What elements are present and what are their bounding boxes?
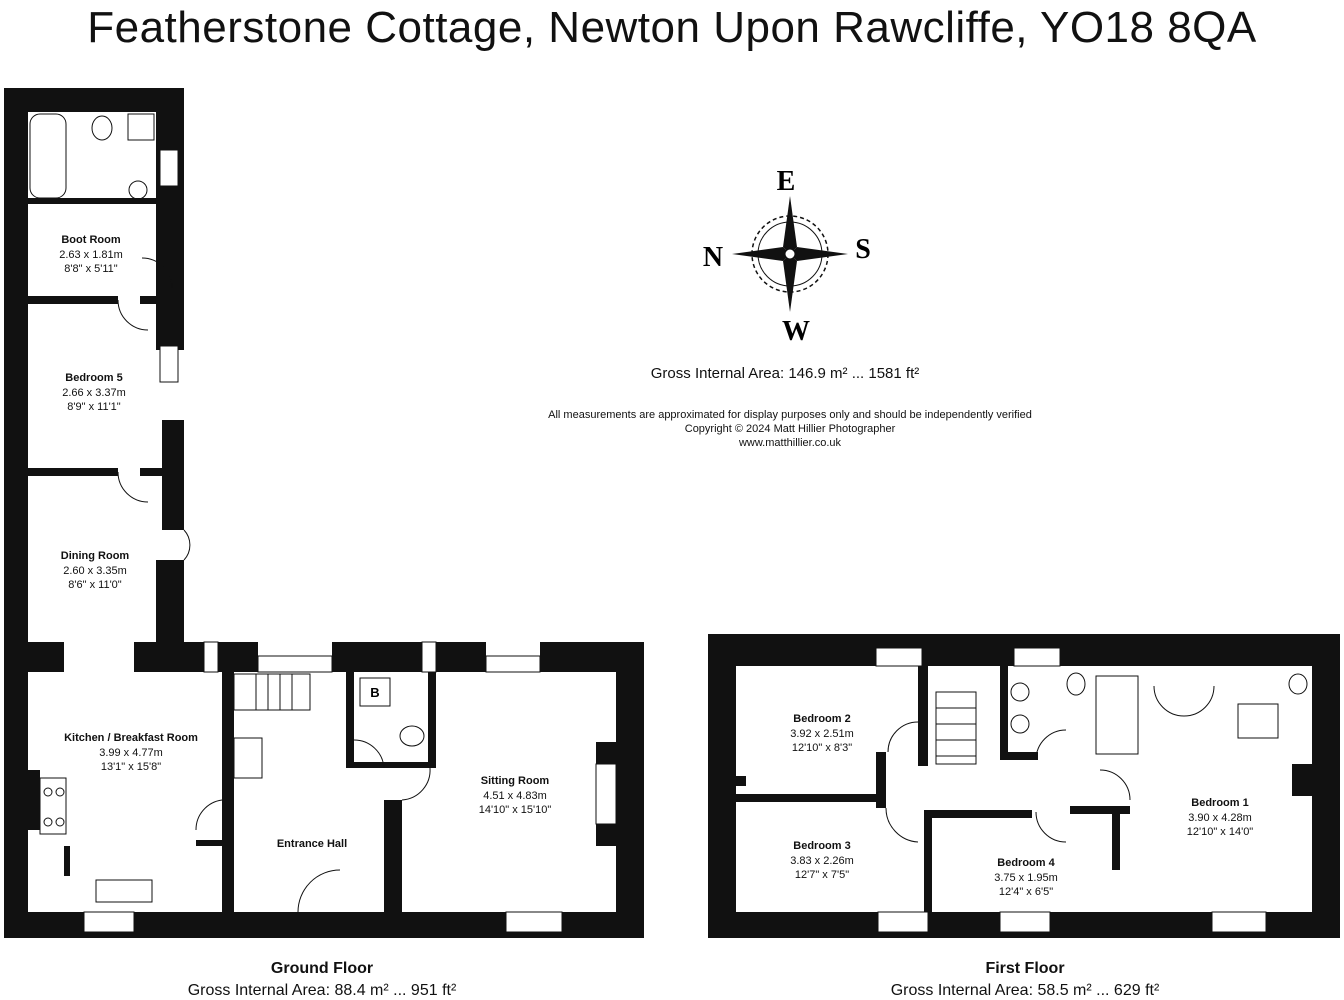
toilet-icon [1066, 672, 1086, 696]
compass-left-letter: N [703, 242, 723, 273]
disclaimer-line: All measurements are approximated for di… [548, 409, 1032, 421]
svg-text:2.60 x 3.35m: 2.60 x 3.35m [63, 565, 127, 577]
svg-text:Kitchen / Breakfast Room: Kitchen / Breakfast Room [64, 732, 198, 744]
svg-text:12'7" x 7'5": 12'7" x 7'5" [795, 869, 849, 881]
disclaimer: All measurements are approximated for di… [500, 408, 1080, 450]
svg-text:3.90 x 4.28m: 3.90 x 4.28m [1188, 812, 1252, 824]
svg-text:Bedroom 3: Bedroom 3 [793, 840, 850, 852]
room-dining-room: Dining Room 2.60 x 3.35m 8'6" x 11'0" [61, 550, 130, 591]
fireplace-icon [595, 763, 617, 825]
svg-text:4.51 x 4.83m: 4.51 x 4.83m [483, 790, 547, 802]
page-title: Featherstone Cottage, Newton Upon Rawcli… [87, 3, 1257, 52]
room-bedroom-1: Bedroom 1 3.90 x 4.28m 12'10" x 14'0" [1187, 797, 1254, 838]
svg-text:8'8" x 5'11": 8'8" x 5'11" [64, 263, 117, 275]
svg-text:Boot Room: Boot Room [61, 234, 120, 246]
ground-floor-doors [117, 257, 431, 913]
compass-right-letter: S [855, 234, 871, 265]
room-sitting-room: Sitting Room 4.51 x 4.83m 14'10" x 15'10… [479, 775, 552, 816]
ground-floor-area: Gross Internal Area: 88.4 m² ... 951 ft² [187, 982, 457, 999]
first-floor-doors [885, 685, 1215, 843]
stairs-icon [935, 691, 977, 765]
freezer-icon [233, 737, 263, 779]
svg-text:12'4" x 6'5": 12'4" x 6'5" [999, 886, 1053, 898]
svg-text:3.83 x 2.26m: 3.83 x 2.26m [790, 855, 854, 867]
first-floor-windows [875, 647, 1267, 933]
first-floor-area: Gross Internal Area: 58.5 m² ... 629 ft² [890, 982, 1160, 999]
bath-icon [29, 113, 67, 199]
compass-top-letter: E [777, 166, 796, 197]
svg-text:3.92 x 2.51m: 3.92 x 2.51m [790, 728, 854, 740]
copyright-line: Copyright © 2024 Matt Hillier Photograph… [684, 423, 896, 435]
room-bedroom-3: Bedroom 3 3.83 x 2.26m 12'7" x 7'5" [790, 840, 854, 881]
ensuite-shower-icon [1237, 703, 1279, 739]
boiler-box [359, 677, 391, 707]
basin-icon [1010, 682, 1030, 702]
room-entrance-hall: Entrance Hall [277, 838, 347, 850]
boiler-label: B [370, 685, 379, 700]
svg-text:Sitting Room: Sitting Room [481, 775, 550, 787]
svg-text:Bedroom 1: Bedroom 1 [1191, 797, 1248, 809]
svg-text:Entrance Hall: Entrance Hall [277, 838, 347, 850]
toilet-icon [91, 115, 113, 141]
ground-floor-windows [83, 149, 563, 933]
compass-rose: E N S W [703, 166, 871, 347]
svg-text:13'1" x 15'8": 13'1" x 15'8" [101, 761, 161, 773]
svg-text:12'10" x 8'3": 12'10" x 8'3" [792, 742, 852, 754]
svg-text:Bedroom 2: Bedroom 2 [793, 713, 850, 725]
first-floor-title: First Floor [985, 960, 1065, 977]
svg-text:Bedroom 4: Bedroom 4 [997, 857, 1055, 869]
svg-text:Bedroom 5: Bedroom 5 [65, 372, 122, 384]
gross-internal-area: Gross Internal Area: 146.9 m² ... 1581 f… [650, 365, 920, 382]
kitchen-sink-icon [95, 879, 153, 903]
svg-text:2.66 x 3.37m: 2.66 x 3.37m [62, 387, 126, 399]
shower-icon [1095, 675, 1139, 755]
room-boot-room: Boot Room 2.63 x 1.81m 8'8" x 5'11" [59, 234, 123, 275]
wc-toilet-icon [399, 725, 425, 747]
svg-text:8'6" x 11'0": 8'6" x 11'0" [68, 579, 121, 591]
room-bedroom-2: Bedroom 2 3.92 x 2.51m 12'10" x 8'3" [790, 713, 854, 754]
ground-floor-fixtures [29, 113, 617, 903]
svg-text:2.63 x 1.81m: 2.63 x 1.81m [59, 249, 123, 261]
sink-icon [127, 113, 155, 141]
website-link[interactable]: www.matthillier.co.uk [738, 437, 842, 449]
compass-bottom-letter: W [782, 316, 810, 347]
svg-text:3.99 x 4.77m: 3.99 x 4.77m [99, 747, 163, 759]
svg-text:14'10" x 15'10": 14'10" x 15'10" [479, 804, 552, 816]
ensuite-toilet-icon [1288, 673, 1308, 695]
ground-floor-title: Ground Floor [270, 960, 374, 977]
first-floor-fixtures [935, 672, 1308, 765]
hob-icon [39, 777, 67, 835]
room-bedroom-5: Bedroom 5 2.66 x 3.37m 8'9" x 11'1" [62, 372, 126, 413]
svg-text:3.75 x 1.95m: 3.75 x 1.95m [994, 872, 1058, 884]
svg-text:8'9" x 11'1": 8'9" x 11'1" [67, 401, 120, 413]
room-bedroom-4: Bedroom 4 3.75 x 1.95m 12'4" x 6'5" [994, 857, 1058, 898]
stairs-icon [233, 673, 311, 711]
room-kitchen: Kitchen / Breakfast Room 3.99 x 4.77m 13… [64, 732, 198, 773]
svg-text:Dining Room: Dining Room [61, 550, 130, 562]
svg-text:12'10" x 14'0": 12'10" x 14'0" [1187, 826, 1254, 838]
